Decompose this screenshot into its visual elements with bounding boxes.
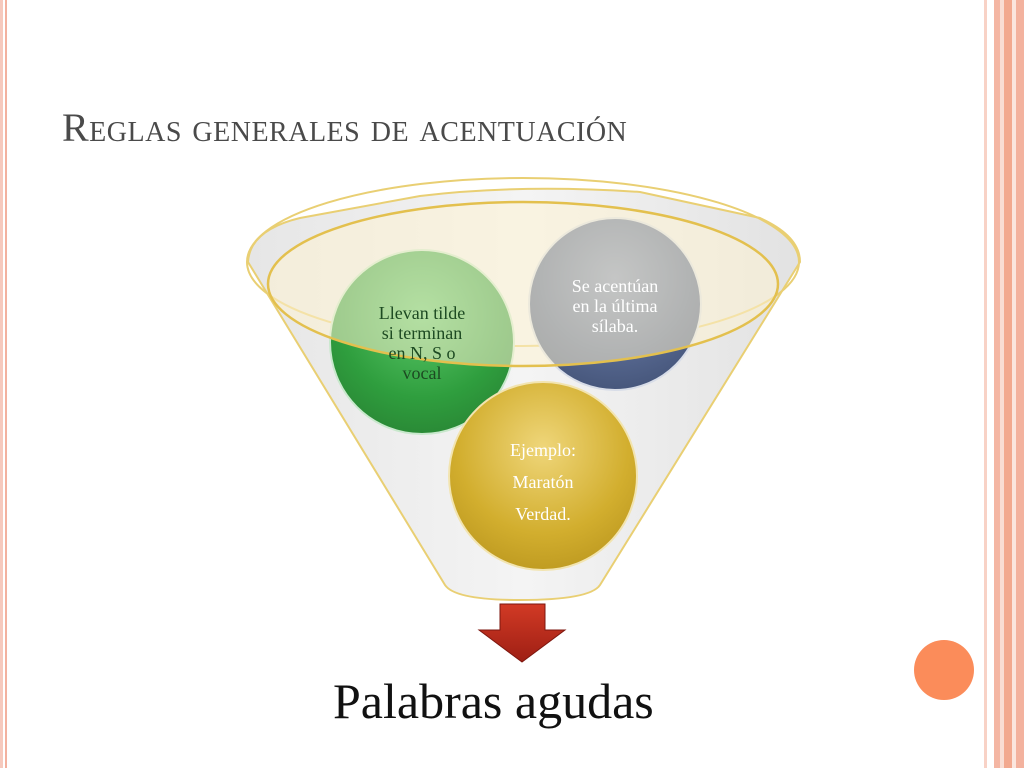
blue-circle-label: Se acentúan en la última sílaba. (550, 276, 680, 336)
blue-line-3: sílaba. (591, 316, 639, 336)
green-line-1: Llevan tilde (378, 303, 466, 323)
gold-line-2: Maratón (512, 472, 574, 492)
green-line-2: si terminan (381, 323, 463, 343)
gold-line-1: Ejemplo: (510, 440, 576, 460)
gold-circle (448, 381, 638, 571)
footer-label: Palabras agudas (333, 673, 654, 729)
slide-title: Reglas generales de acentuación (62, 105, 628, 150)
orange-dot-decoration (914, 640, 974, 700)
green-circle-label: Llevan tilde si terminan en N, S o vocal (357, 303, 487, 383)
blue-line-2: en la última (572, 296, 658, 316)
funnel-opening (266, 200, 780, 368)
down-arrow (477, 603, 567, 663)
left-border-decoration (0, 0, 14, 768)
gold-line-3: Verdad. (515, 504, 571, 524)
right-border-decoration (978, 0, 1024, 768)
green-line-4: vocal (402, 363, 442, 383)
gold-circle-label: Ejemplo: Maratón Verdad. (478, 434, 608, 530)
green-line-3: en N, S o (388, 343, 456, 363)
blue-line-1: Se acentúan (571, 276, 659, 296)
